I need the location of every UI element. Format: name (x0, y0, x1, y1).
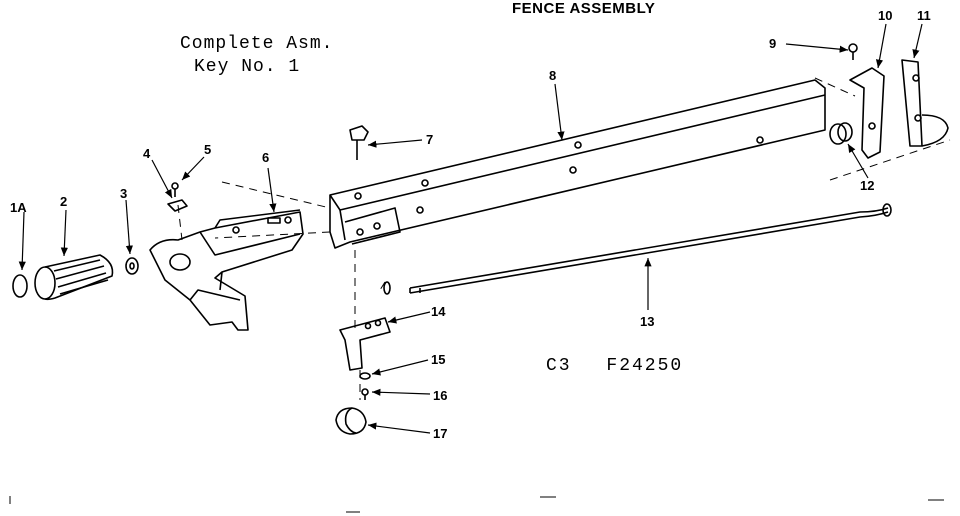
screw-part (848, 43, 858, 60)
handle-knob-part (34, 254, 114, 301)
callout-2: 2 (60, 194, 67, 209)
end-plate-part (901, 59, 949, 147)
callout-13: 13 (640, 314, 654, 329)
callout-11: 11 (917, 8, 931, 23)
small-washer-part (359, 372, 371, 380)
callout-7: 7 (426, 132, 433, 147)
fence-rail-part (329, 79, 826, 249)
callout-1a: 1A (10, 200, 27, 215)
callout-3: 3 (120, 186, 127, 201)
roller-part (829, 122, 853, 145)
clamp-pad-part (335, 407, 367, 435)
callout-15: 15 (431, 352, 445, 367)
washer-part (125, 257, 139, 275)
callout-5: 5 (204, 142, 211, 157)
callout-12: 12 (860, 178, 874, 193)
scan-marks (9, 496, 944, 513)
note-line-2: Key No. 1 (194, 57, 301, 77)
bolt-part (349, 125, 369, 160)
end-cap-part (12, 274, 28, 298)
callout-4: 4 (143, 146, 151, 161)
callout-16: 16 (433, 388, 447, 403)
clamp-bracket-part (339, 317, 391, 371)
lock-bracket-part (149, 209, 304, 331)
diagram-title: FENCE ASSEMBLY (512, 0, 656, 17)
callout-9: 9 (769, 36, 776, 51)
clip-screw-part (167, 182, 188, 212)
callout-8: 8 (549, 68, 556, 83)
callout-14: 14 (431, 304, 446, 319)
end-bracket-part (849, 67, 885, 159)
callout-10: 10 (878, 8, 892, 23)
callout-17: 17 (433, 426, 447, 441)
small-screw-part (361, 388, 369, 400)
guide-lines (177, 77, 951, 400)
drawing-code: C3 F24250 (546, 356, 684, 376)
leader-lines (18, 23, 923, 434)
callout-6: 6 (262, 150, 269, 165)
note-line-1: Complete Asm. (180, 34, 334, 54)
rod-part (383, 203, 892, 295)
